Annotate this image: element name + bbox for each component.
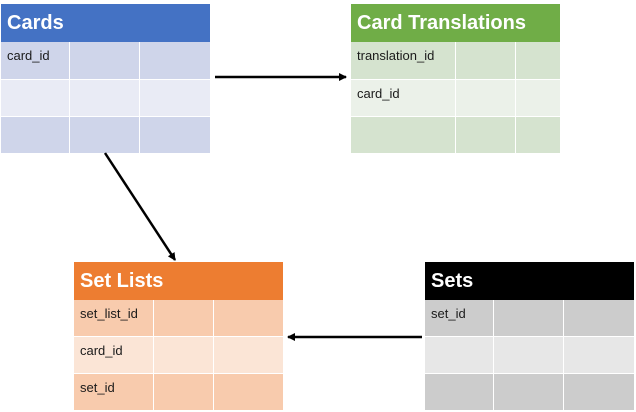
arrow-cards-to-set-lists bbox=[103, 152, 177, 261]
table-cell bbox=[564, 300, 634, 337]
table-cell bbox=[154, 337, 214, 374]
table-cell bbox=[494, 300, 564, 337]
table-cell bbox=[140, 117, 210, 154]
table-cell: card_id bbox=[351, 80, 456, 117]
table-cell bbox=[425, 374, 494, 411]
table-cell bbox=[1, 80, 70, 117]
table-cell: translation_id bbox=[351, 42, 456, 80]
table-sets-grid: set_id bbox=[425, 300, 634, 411]
table-cell bbox=[154, 374, 214, 411]
table-sets-title: Sets bbox=[425, 262, 634, 300]
table-cell: set_id bbox=[74, 374, 154, 411]
table-cell: set_id bbox=[425, 300, 494, 337]
table-set-lists: Set Lists set_list_id card_id set_id bbox=[74, 262, 283, 411]
table-cell bbox=[214, 337, 283, 374]
table-cell bbox=[456, 117, 516, 154]
table-cards-title: Cards bbox=[1, 4, 210, 42]
table-cell bbox=[140, 42, 210, 80]
table-sets: Sets set_id bbox=[425, 262, 634, 411]
table-card-translations: Card Translations translation_id card_id bbox=[351, 4, 560, 154]
table-cell: card_id bbox=[1, 42, 70, 80]
table-cell bbox=[456, 80, 516, 117]
table-cell bbox=[1, 117, 70, 154]
table-cell bbox=[564, 374, 634, 411]
table-cell bbox=[456, 42, 516, 80]
table-card-translations-grid: translation_id card_id bbox=[351, 42, 560, 154]
table-cell bbox=[516, 80, 560, 117]
table-cell bbox=[140, 80, 210, 117]
table-cards-grid: card_id bbox=[1, 42, 210, 154]
table-cell: card_id bbox=[74, 337, 154, 374]
table-cell bbox=[351, 117, 456, 154]
table-cell bbox=[494, 337, 564, 374]
table-cell bbox=[214, 374, 283, 411]
table-cell bbox=[494, 374, 564, 411]
table-cell bbox=[516, 117, 560, 154]
table-cell: set_list_id bbox=[74, 300, 154, 337]
table-cell bbox=[70, 80, 140, 117]
table-cell bbox=[516, 42, 560, 80]
table-cell bbox=[154, 300, 214, 337]
table-cell bbox=[425, 337, 494, 374]
table-cell bbox=[70, 42, 140, 80]
table-cell bbox=[214, 300, 283, 337]
table-card-translations-title: Card Translations bbox=[351, 4, 560, 42]
table-set-lists-title: Set Lists bbox=[74, 262, 283, 300]
table-set-lists-grid: set_list_id card_id set_id bbox=[74, 300, 283, 411]
table-cell bbox=[564, 337, 634, 374]
table-cards: Cards card_id bbox=[1, 4, 210, 154]
